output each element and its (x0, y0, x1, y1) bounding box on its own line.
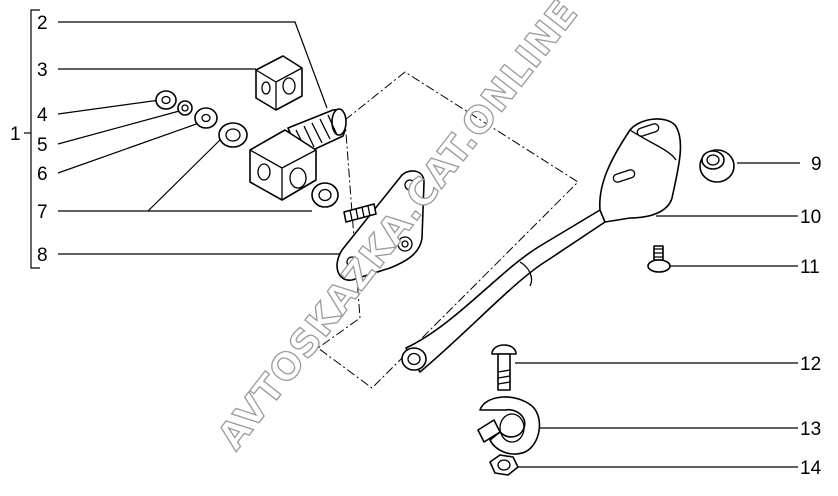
splined-shaft-part (249, 108, 347, 201)
callout-9: 9 (811, 154, 822, 175)
bush-part-lower (311, 182, 339, 208)
callout-4: 4 (37, 105, 48, 126)
flange-bolt-part (647, 245, 671, 273)
callout-2: 2 (37, 13, 48, 34)
assembly-outline (317, 71, 579, 389)
leader-6 (57, 121, 203, 174)
clamp-part (477, 396, 541, 455)
callout-8: 8 (37, 245, 48, 266)
leader-5 (57, 109, 184, 145)
washer-part (194, 107, 218, 129)
callout-3: 3 (37, 60, 48, 81)
callout-12: 12 (800, 354, 821, 375)
lever-tube-part (401, 118, 682, 373)
leader-2 (58, 21, 328, 109)
callout-7: 7 (37, 202, 48, 223)
callout-14: 14 (800, 458, 822, 479)
callout-1: 1 (10, 124, 21, 145)
square-block-part (255, 55, 303, 111)
callout-10: 10 (800, 207, 821, 228)
hex-nut-part (489, 454, 519, 476)
callout-13: 13 (800, 419, 821, 440)
carriage-bolt-part (491, 344, 517, 391)
bush-part-upper (218, 122, 248, 148)
callout-6: 6 (37, 164, 48, 185)
group-bracket (30, 9, 40, 269)
leader-4 (57, 99, 161, 115)
flange-plate-part (336, 170, 425, 281)
nut-part-small (155, 90, 177, 110)
callout-labels: 1 2 3 4 5 6 7 8 9 10 11 12 13 14 (10, 13, 822, 479)
leader-lines (57, 21, 800, 468)
grommet-part (699, 149, 735, 183)
ring-part (177, 100, 193, 116)
callout-11: 11 (800, 257, 820, 278)
callout-5: 5 (37, 135, 48, 156)
leader-7a (58, 137, 223, 212)
